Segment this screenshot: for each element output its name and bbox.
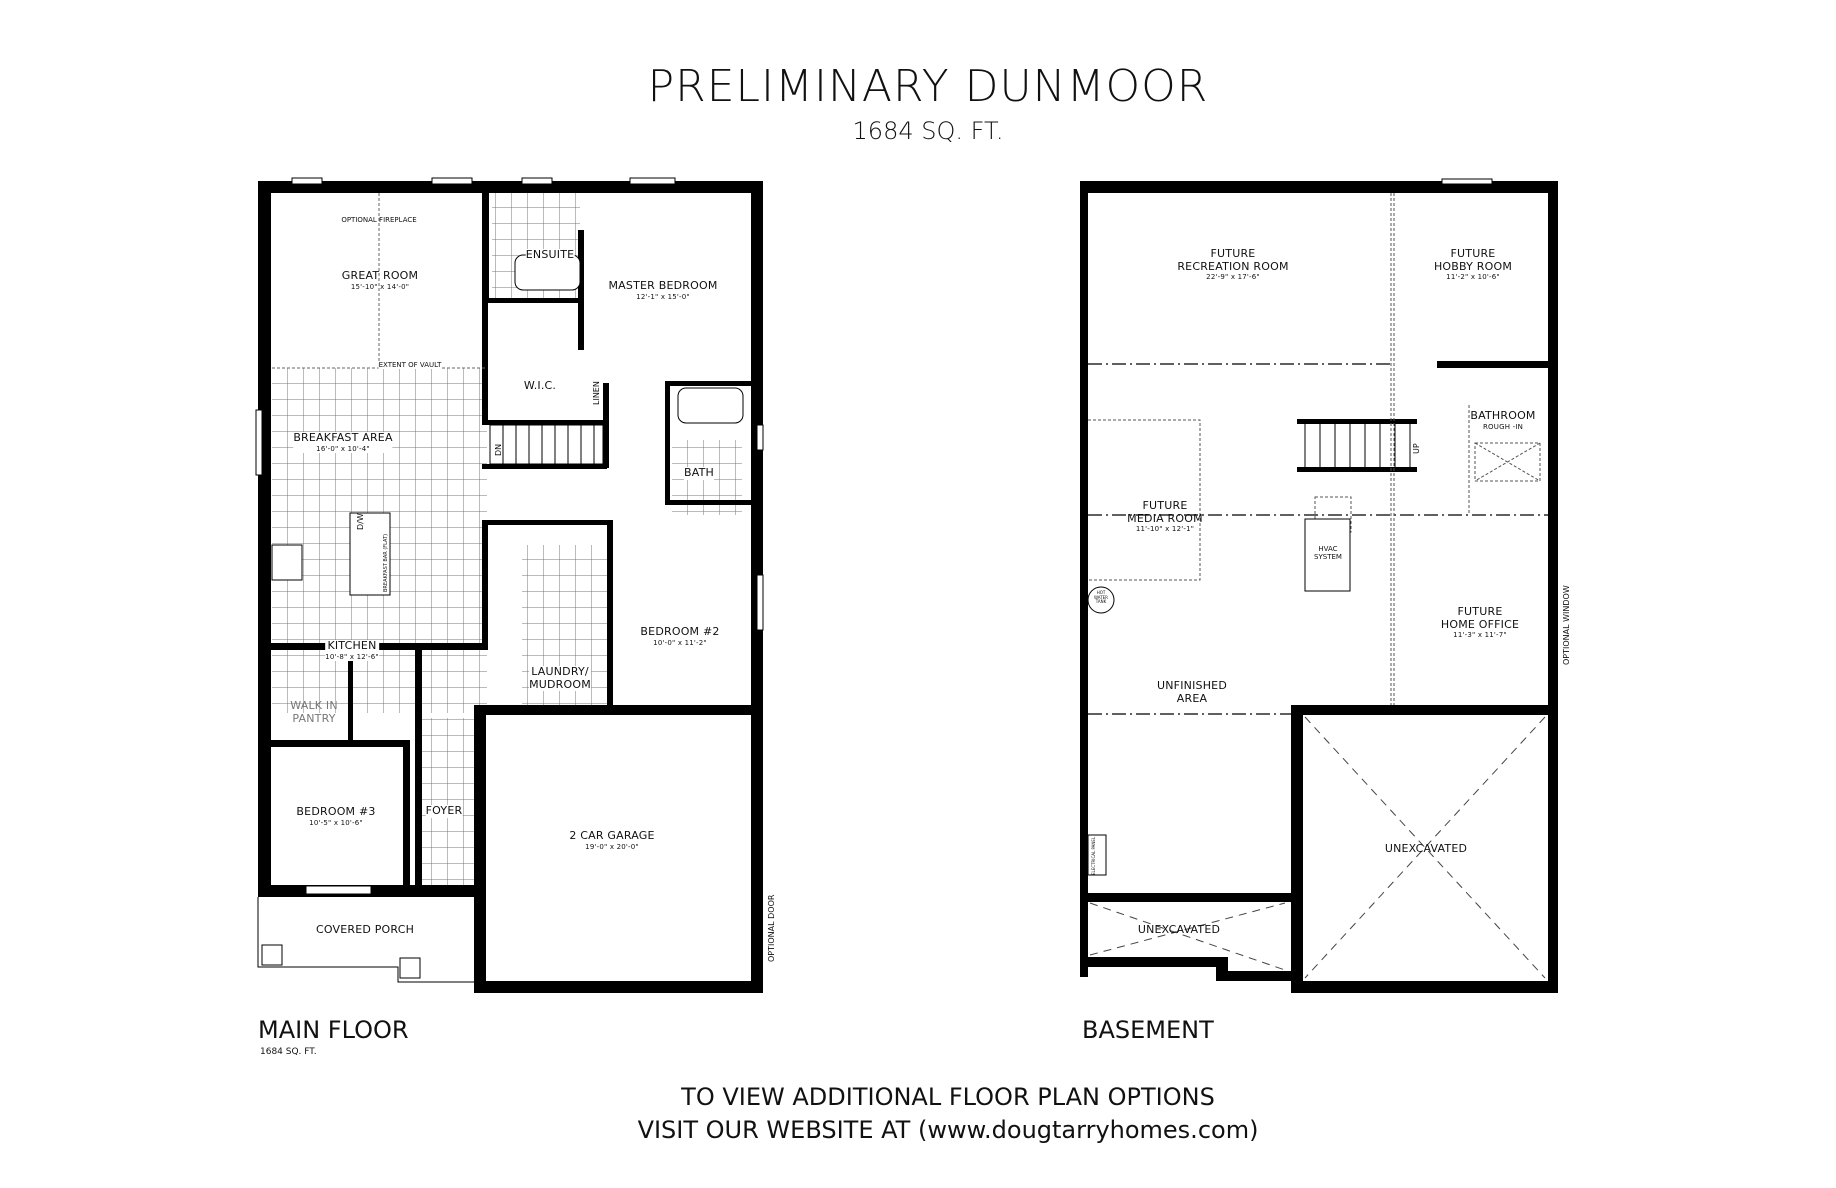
main-floor-title: MAIN FLOOR (258, 1016, 409, 1044)
basement-walls (1080, 181, 1558, 993)
porch-column (399, 957, 421, 979)
hot-water-tank-label: HOT WATER TANK (1094, 590, 1108, 605)
plan-title: PRELIMINARY DUNMOOR (647, 61, 1209, 112)
ensuite-label: ENSUITE (525, 248, 575, 262)
bath-label: BATH (683, 466, 715, 480)
basement-plan (1080, 178, 1558, 993)
basement-stairs (1304, 424, 1411, 467)
breakfast-bar-label: BREAKFAST BAR (FLAT) (383, 533, 389, 592)
basement-title: BASEMENT (1082, 1016, 1214, 1044)
main-floor-walls (258, 181, 763, 993)
unexcavated-small-label: UNEXCAVATED (1137, 923, 1221, 936)
main-stairs (502, 425, 595, 464)
optional-window-label: OPTIONAL WINDOW (1562, 585, 1571, 665)
main-floor-area: 1684 SQ. FT. (260, 1047, 317, 1057)
covered-porch-label: COVERED PORCH (315, 923, 415, 936)
hot-water-tank (1087, 586, 1115, 614)
dishwasher-label: D/W (356, 513, 365, 530)
linen-label: LINEN (592, 381, 601, 405)
stairs-up-label: UP (1412, 443, 1421, 454)
extent-of-vault-label: EXTENT OF VAULT (378, 361, 442, 370)
electrical-panel-label: ELECTRICAL PANEL (1091, 836, 1096, 875)
wic-label: W.I.C. (523, 379, 557, 392)
porch-column (261, 944, 283, 966)
footer-line-2: VISIT OUR WEBSITE AT (www.dougtarryhomes… (637, 1116, 1259, 1144)
stairs-down-label: DN (494, 443, 503, 456)
porch-outline (257, 897, 474, 983)
kitchen-island (349, 512, 391, 596)
footer-line-1: TO VIEW ADDITIONAL FLOOR PLAN OPTIONS (681, 1083, 1215, 1111)
bath-tub (677, 387, 744, 424)
foyer-label: FOYER (425, 804, 463, 818)
main-floor-plan (255, 177, 764, 993)
unexcavated-large-label: UNEXCAVATED (1384, 842, 1468, 855)
electrical-panel (1087, 834, 1107, 876)
hvac-system (1304, 518, 1351, 592)
optional-fireplace-label: OPTIONAL FIREPLACE (341, 216, 417, 224)
laundry-mudroom-label: LAUNDRY/MUDROOM (529, 665, 591, 692)
optional-door-label: OPTIONAL DOOR (767, 894, 776, 962)
stove (271, 544, 303, 581)
plan-total-area: 1684 SQ. FT. (852, 117, 1004, 145)
